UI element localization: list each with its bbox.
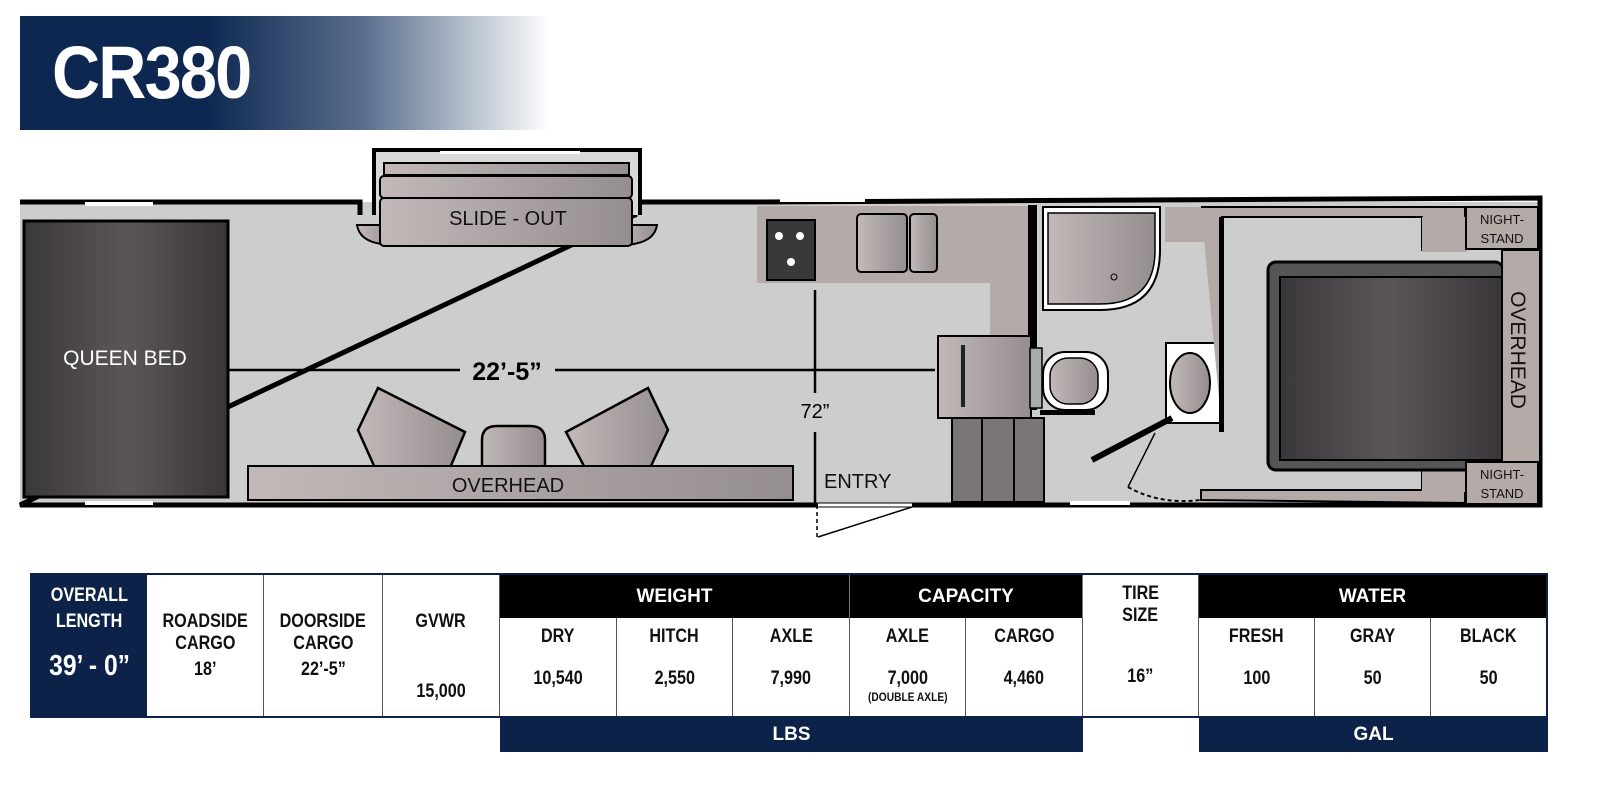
svg-text:OVERHEAD: OVERHEAD: [1506, 291, 1529, 409]
overhead-cabinet-front: OVERHEAD: [247, 465, 794, 501]
spec-overall-length: OVERALL LENGTH 39’ - 0”: [32, 575, 147, 716]
label: SIZE: [1122, 605, 1159, 626]
label: HITCH: [649, 626, 700, 647]
value: 10,540: [533, 668, 583, 689]
floorplan: QUEEN BED SLIDE - OUT OVERHEAD: [18, 148, 1543, 538]
bathroom-door: [1090, 415, 1201, 503]
label: LENGTH: [56, 611, 123, 632]
spec-roadside-cargo: ROADSIDE CARGO 18’: [147, 575, 264, 716]
label: DOORSIDE: [279, 611, 367, 632]
label: CARGO: [174, 633, 236, 654]
entry-door[interactable]: ENTRY: [816, 471, 913, 538]
spec-doorside-cargo: DOORSIDE CARGO 22’-5”: [264, 575, 383, 716]
title-banner: CR380: [20, 16, 550, 130]
nightstand-bottom: NIGHT- STAND: [1465, 461, 1539, 505]
value: 7,990: [770, 668, 812, 689]
kitchen: [757, 205, 1037, 410]
svg-text:NIGHT-: NIGHT-: [1480, 212, 1524, 227]
svg-text:ENTRY: ENTRY: [824, 471, 891, 493]
bathroom-sink: [1165, 342, 1222, 424]
spec-weight-axle: AXLE 7,990: [733, 618, 850, 716]
entry-steps: [951, 417, 1045, 503]
value: 39’ - 0”: [49, 650, 130, 682]
weight-header: WEIGHT: [500, 575, 850, 618]
label: CARGO: [993, 626, 1055, 647]
toilet: [1029, 347, 1109, 415]
sink-icon: [856, 213, 908, 273]
label: DRY: [541, 626, 575, 647]
shower: [1042, 206, 1161, 311]
slide-out-sofa: SLIDE - OUT: [355, 162, 659, 247]
label: TIRE: [1122, 583, 1159, 604]
value: 100: [1243, 668, 1270, 689]
dimension-width: 72”: [801, 290, 830, 503]
label: CARGO: [292, 633, 354, 654]
dimension-length: 22’-5”: [228, 358, 935, 386]
model-title: CR380: [52, 31, 252, 114]
svg-text:STAND: STAND: [1480, 486, 1523, 501]
water-header: WATER: [1199, 575, 1546, 618]
unit-gal: GAL: [1199, 718, 1548, 752]
value: 16”: [1127, 666, 1154, 687]
svg-text:STAND: STAND: [1480, 231, 1523, 246]
label: BLACK: [1460, 626, 1517, 647]
spec-weight-hitch: HITCH 2,550: [617, 618, 733, 716]
queen-bed: QUEEN BED: [22, 219, 230, 499]
value: 22’-5”: [300, 659, 346, 680]
label: AXLE: [769, 626, 813, 647]
refrigerator: [937, 335, 1032, 419]
label: FRESH: [1229, 626, 1284, 647]
svg-text:NIGHT-: NIGHT-: [1480, 467, 1524, 482]
spec-tire-size: TIRE SIZE 16”: [1083, 575, 1199, 716]
capacity-header: CAPACITY: [850, 575, 1083, 618]
label: GVWR: [415, 611, 467, 632]
svg-text:22’-5”: 22’-5”: [472, 358, 541, 386]
value: 18’: [193, 659, 217, 680]
overhead-cabinet-rear: OVERHEAD: [1501, 249, 1541, 463]
label: AXLE: [885, 626, 930, 647]
value: 50: [1363, 668, 1382, 689]
label: GRAY: [1349, 626, 1396, 647]
bedroom-bed: [1266, 260, 1505, 472]
value: 4,460: [1003, 668, 1045, 689]
label: OVERALL: [50, 585, 129, 606]
svg-text:SLIDE - OUT: SLIDE - OUT: [449, 208, 567, 230]
value: 15,000: [416, 681, 466, 702]
stove-icon: [766, 219, 816, 281]
svg-text:72”: 72”: [801, 401, 830, 423]
spec-weight-dry: DRY 10,540: [500, 618, 617, 716]
label: ROADSIDE: [162, 611, 248, 632]
unit-lbs: LBS: [500, 718, 1083, 752]
spec-capacity-cargo: CARGO 4,460: [966, 618, 1083, 716]
spec-gvwr: GVWR 15,000: [383, 575, 500, 716]
svg-text:OVERHEAD: OVERHEAD: [452, 475, 564, 497]
value: 2,550: [654, 668, 695, 689]
svg-text:QUEEN BED: QUEEN BED: [63, 347, 187, 370]
spec-water-gray: GRAY 50: [1315, 618, 1431, 716]
spec-water-black: BLACK 50: [1431, 618, 1546, 716]
spec-capacity-axle: AXLE 7,000 (DOUBLE AXLE): [850, 618, 966, 716]
note: (DOUBLE AXLE): [867, 690, 948, 704]
value: 50: [1479, 668, 1498, 689]
value: 7,000: [887, 668, 928, 689]
nightstand-top: NIGHT- STAND: [1465, 206, 1539, 250]
spec-water-fresh: FRESH 100: [1199, 618, 1315, 716]
